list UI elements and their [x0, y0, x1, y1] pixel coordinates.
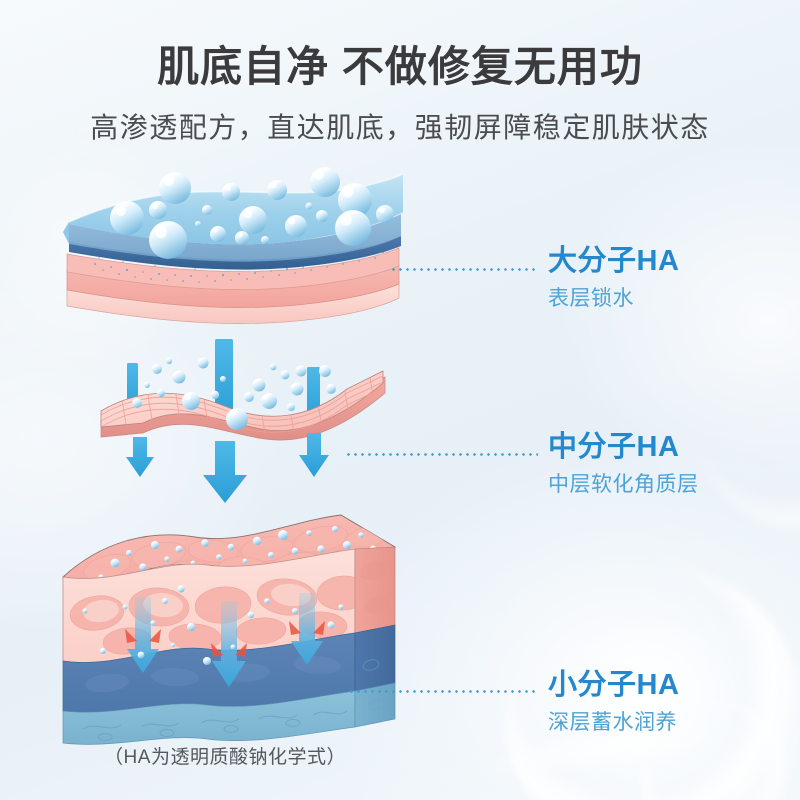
- page-subtitle: 高渗透配方，直达肌底，强韧屏障稳定肌肤状态: [90, 112, 710, 143]
- side-epidermis-cells: [359, 561, 390, 614]
- callout-title: 大分子HA: [548, 245, 680, 277]
- gel-left-wedge: [63, 222, 69, 244]
- gel-layer-top: [69, 174, 403, 245]
- block-side-dermis: [354, 624, 396, 692]
- illustration-skin-block: [55, 514, 405, 755]
- exit-arrow-left: [126, 437, 154, 477]
- leader-line-small-molecule: [348, 690, 538, 693]
- block-side-hypodermis: [354, 682, 396, 728]
- inner-droplets: [82, 585, 344, 665]
- block-side-epidermis: [354, 546, 396, 634]
- footnote-text: （HA为透明质酸钠化学式）: [104, 747, 346, 768]
- skin-layer-speckled: [66, 247, 400, 290]
- leader-line-large-molecule: [390, 268, 538, 271]
- callout-title: 小分子HA: [548, 669, 680, 701]
- top-face-droplets: [98, 519, 377, 582]
- page-title: 肌底自净 不做修复无用功: [157, 43, 643, 90]
- leader-line-medium-molecule: [345, 453, 538, 456]
- callout-description: 深层蓄水润养: [548, 710, 677, 734]
- wavy-mesh-svg: [100, 339, 386, 503]
- deep-arrow-right: [289, 593, 325, 665]
- surface-gel-svg: [63, 167, 404, 324]
- exit-arrow-right: [299, 433, 329, 477]
- bokeh-ring-right: [690, 300, 800, 530]
- water-droplet-cluster: [110, 167, 394, 259]
- deep-penetration-arrows: [125, 593, 325, 687]
- callout-large-molecule-ha: 大分子HA 表层锁水: [548, 244, 679, 311]
- mesh-droplet-cluster: [132, 357, 336, 430]
- illustration-surface-gel-layer: [55, 167, 405, 350]
- deep-blue-band: [69, 236, 401, 270]
- deep-arrow-center: [211, 601, 247, 687]
- callout-description: 中层软化角质层: [548, 472, 699, 496]
- hypodermis-squiggles: [82, 710, 348, 741]
- callout-title: 中分子HA: [548, 431, 680, 463]
- skin-block-svg: [62, 514, 397, 745]
- illustration-wavy-mesh-sheet: [95, 339, 405, 520]
- callout-small-molecule-ha: 小分子HA 深层蓄水润养: [548, 668, 679, 735]
- exit-arrows: [126, 433, 329, 503]
- exit-arrow-center: [203, 441, 247, 503]
- deep-arrow-left: [125, 597, 161, 673]
- callout-description: 表层锁水: [548, 286, 634, 310]
- callout-medium-molecule-ha: 中分子HA 中层软化角质层: [548, 430, 699, 497]
- side-hypodermis-squiggles: [362, 659, 386, 711]
